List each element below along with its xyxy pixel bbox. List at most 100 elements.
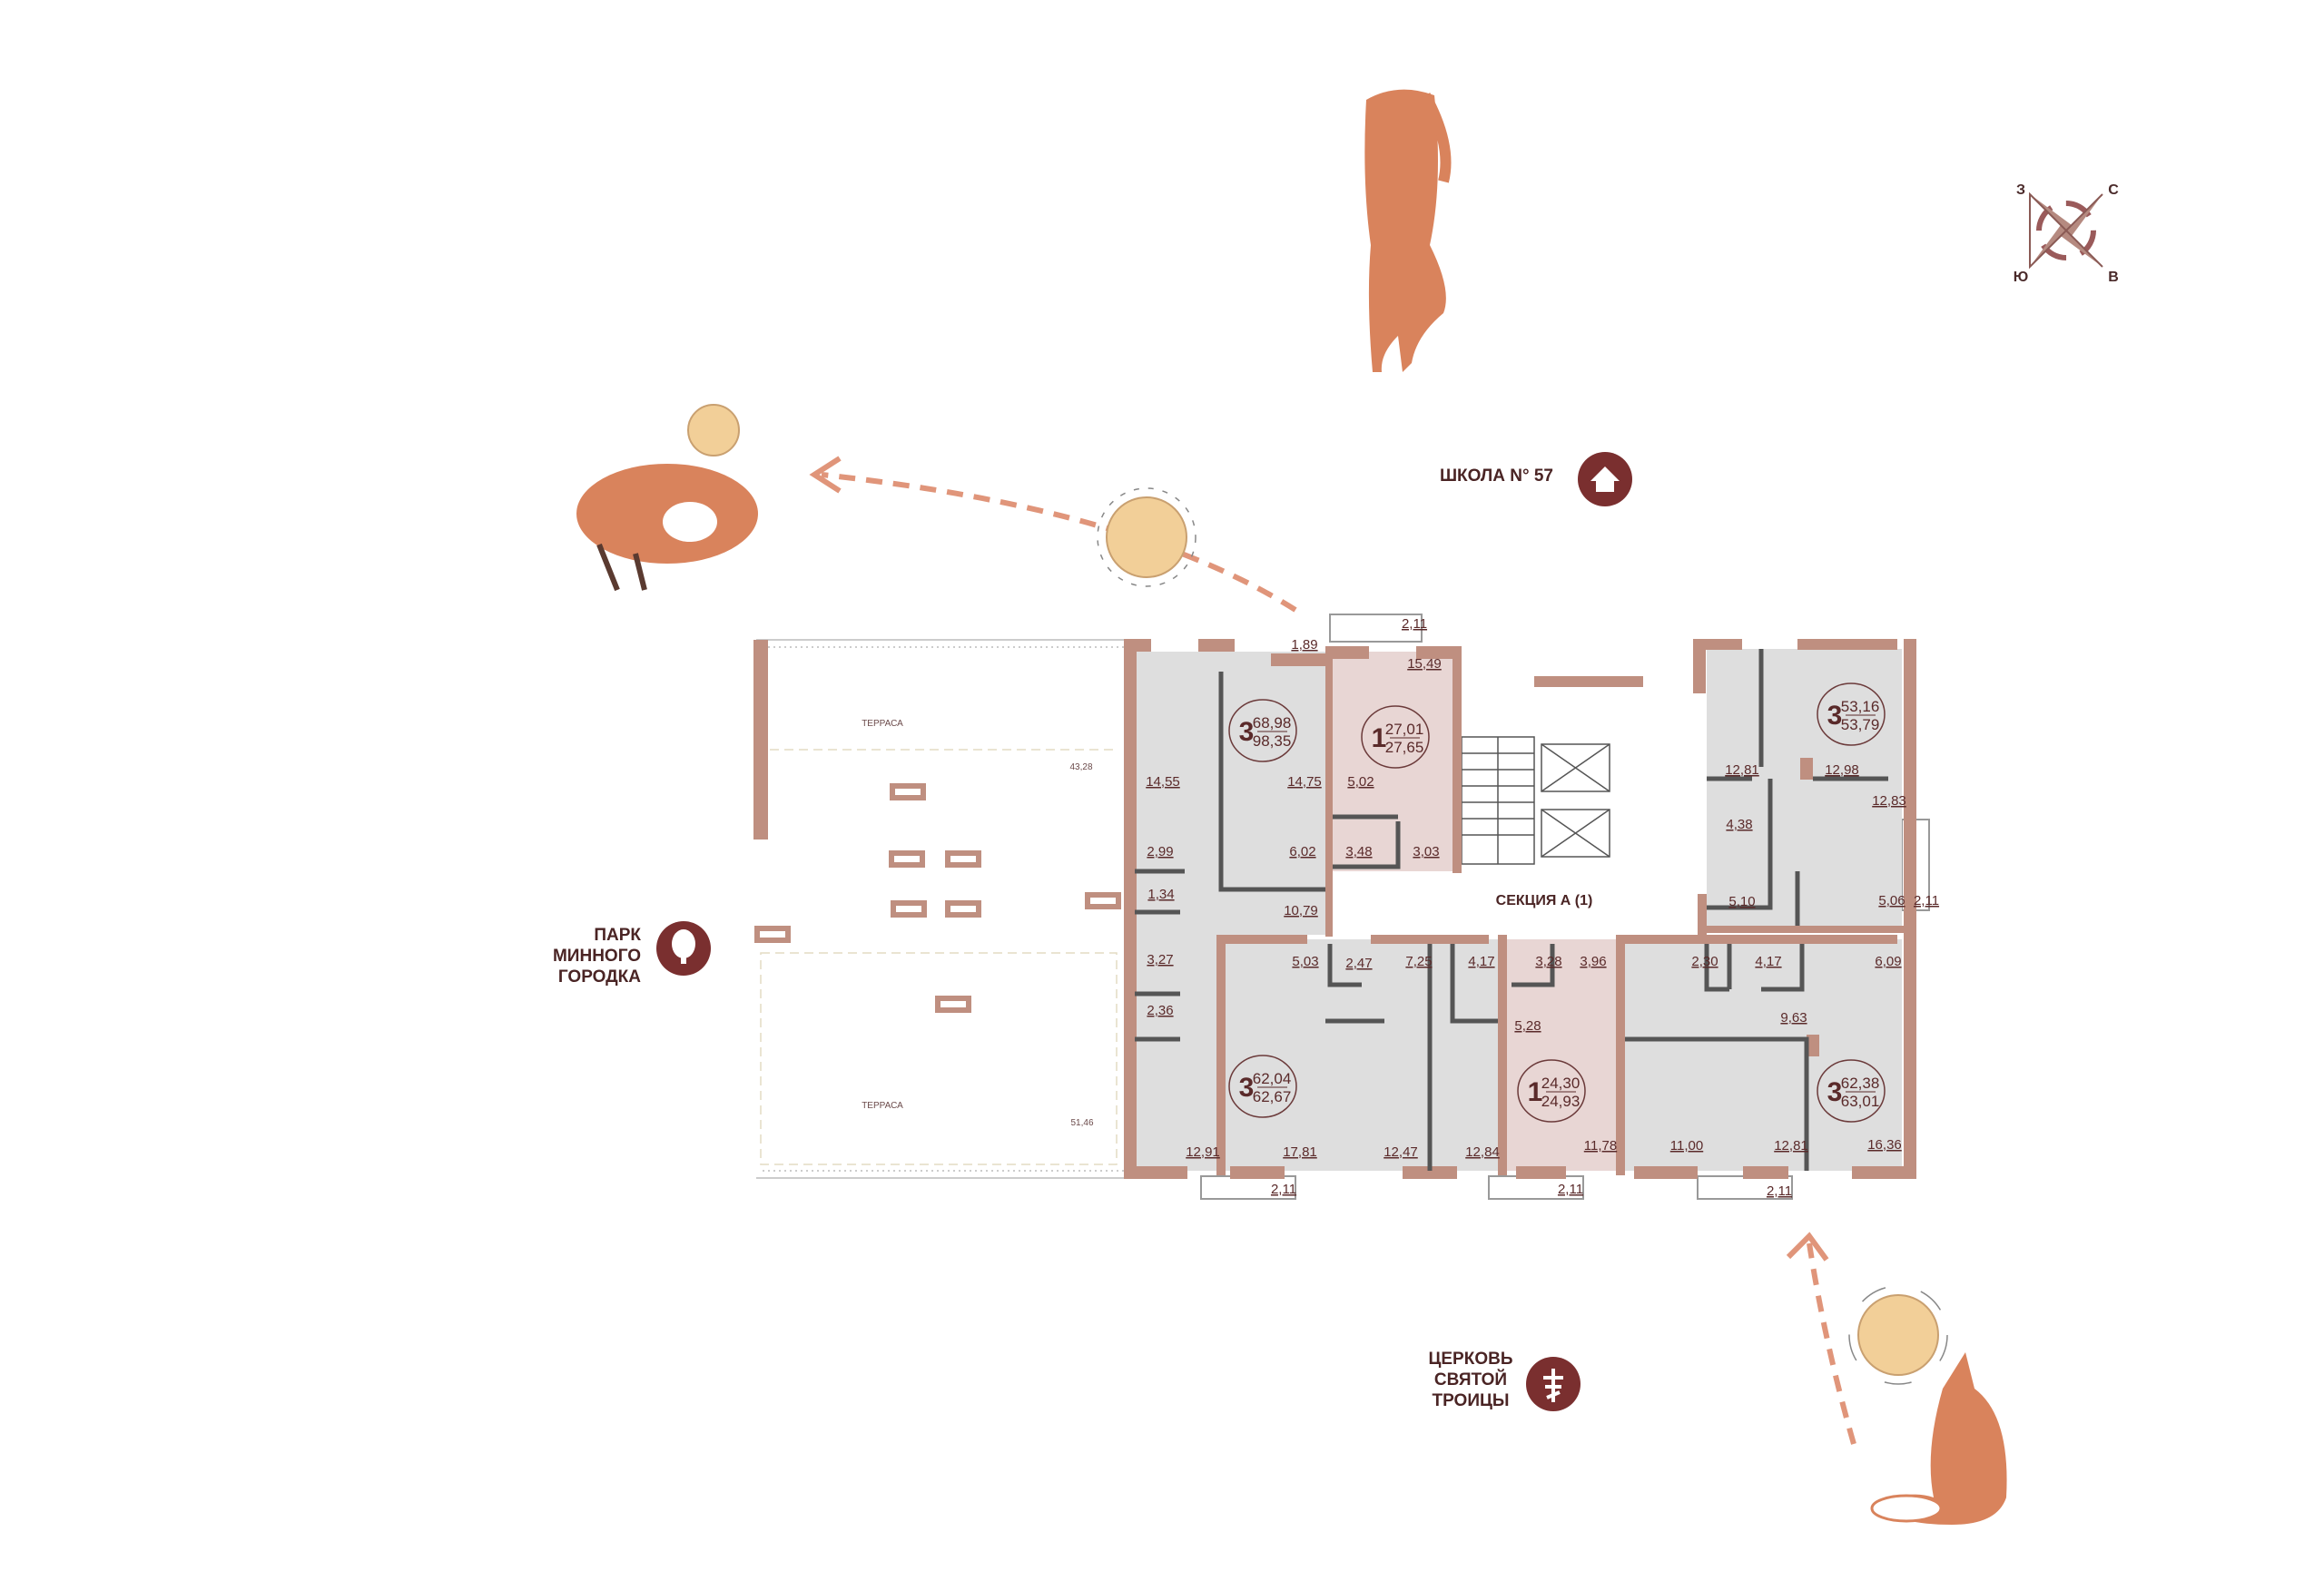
room-area-label: 12,91: [1186, 1144, 1220, 1160]
park-label-line: МИННОГО: [553, 947, 641, 966]
room-area-label: 12,81: [1774, 1138, 1808, 1154]
room-area-label: 11,78: [1584, 1138, 1617, 1154]
terrace-area-value: 51,46: [1070, 1118, 1093, 1128]
room-area-label: 5,10: [1728, 894, 1755, 909]
sun-path-arrow-south: [1807, 1242, 1856, 1445]
room-count: 3: [1239, 1073, 1255, 1103]
living-area: 24,30: [1541, 1075, 1581, 1092]
room-area-label: 14,75: [1287, 774, 1322, 790]
badge-circle: [1817, 1059, 1886, 1123]
apartment-1-top[interactable]: [1330, 652, 1452, 871]
terrace-area: ТЕРРАСА 43,28 ТЕРРАСА 51,46: [753, 639, 1124, 1179]
room-area-label: 2,11: [1767, 1183, 1792, 1199]
room-area-label: 5,02: [1347, 774, 1374, 790]
room-area-label: 3,96: [1580, 954, 1606, 969]
park-label-line: ГОРОДКА: [558, 967, 641, 987]
room-area-label: 5,28: [1514, 1018, 1541, 1034]
room-area-label: 3,03: [1413, 844, 1439, 859]
room-area-label: 2,11: [1558, 1182, 1583, 1197]
badge-circle: [1228, 1055, 1297, 1118]
stair-core: [1461, 736, 1610, 865]
landmark-school[interactable]: ШКОЛА N° 57: [1440, 452, 1632, 506]
room-area-label: 4,38: [1726, 817, 1752, 832]
total-area: 98,35: [1253, 732, 1292, 750]
church-label-line: ТРОИЦЫ: [1433, 1391, 1510, 1410]
arrowhead: [1786, 1232, 1829, 1262]
room-area-label: 4,17: [1755, 954, 1781, 969]
room-area-label: 12,81: [1725, 762, 1759, 778]
elevator-icon: [1541, 743, 1610, 792]
total-area: 62,67: [1253, 1088, 1292, 1105]
arrowhead: [809, 456, 842, 494]
total-area: 53,79: [1841, 716, 1880, 733]
room-area-label: 16,36: [1867, 1137, 1902, 1153]
living-area: 62,38: [1841, 1075, 1880, 1092]
park-label-line: ПАРК: [594, 926, 641, 945]
badge-circle: [1517, 1059, 1586, 1123]
room-area-label: 6,02: [1289, 844, 1315, 859]
compass-west: З: [2016, 182, 2025, 198]
room-area-label: 5,06: [1878, 893, 1905, 908]
badge-circle: [1817, 682, 1886, 746]
room-area-label: 2,36: [1147, 1003, 1173, 1018]
sun-icon: [1848, 1285, 1948, 1385]
fox-sleeping-illustration: [576, 464, 758, 592]
room-area-label: 10,79: [1284, 903, 1318, 918]
church-label-line: СВЯТОЙ: [1434, 1370, 1507, 1389]
fox-sitting-illustration: [1870, 1352, 2007, 1525]
badge-circle: [1361, 705, 1430, 769]
room-count: 3: [1827, 701, 1843, 731]
room-area-label: 11,00: [1670, 1138, 1703, 1154]
living-area: 53,16: [1841, 698, 1880, 715]
building-section: [1124, 614, 1930, 1200]
room-area-label: 5,03: [1292, 954, 1318, 969]
room-area-label: 3,27: [1147, 952, 1173, 967]
church-label-line: ЦЕРКОВЬ: [1429, 1350, 1513, 1369]
room-area-label: 14,55: [1146, 774, 1180, 790]
room-area-label: 4,17: [1468, 954, 1494, 969]
terrace-label: ТЕРРАСА: [862, 1101, 903, 1111]
room-area-label: 9,63: [1780, 1010, 1807, 1026]
room-area-label: 1,34: [1147, 887, 1174, 902]
apartment-1-bottom[interactable]: [1507, 939, 1616, 1171]
room-area-label: 6,09: [1875, 954, 1901, 969]
room-area-label: 3,48: [1345, 844, 1372, 859]
sun-icon: [687, 404, 740, 457]
compass-rose-icon: С В Ю З: [2014, 182, 2119, 285]
fox-hanging-illustration: [1364, 89, 1452, 373]
room-area-label: 12,84: [1465, 1144, 1500, 1160]
compass-east: В: [2108, 270, 2119, 285]
apartment-3-top-left[interactable]: [1135, 652, 1325, 1171]
room-area-label: 2,11: [1271, 1182, 1296, 1197]
room-area-label: 2,11: [1402, 616, 1427, 632]
sun-path-arrow-west: [821, 472, 1297, 613]
room-area-label: 3,28: [1535, 954, 1561, 969]
living-area: 62,04: [1253, 1070, 1292, 1087]
total-area: 27,65: [1385, 739, 1424, 756]
room-count: 1: [1528, 1077, 1543, 1107]
room-area-label: 12,47: [1384, 1144, 1418, 1160]
room-count: 1: [1372, 723, 1387, 753]
total-area: 63,01: [1841, 1093, 1880, 1110]
room-area-label: 12,98: [1825, 762, 1859, 778]
room-area-label: 15,49: [1407, 656, 1442, 672]
apartment-3-bottom-right[interactable]: [1622, 939, 1902, 1171]
terrace-label: ТЕРРАСА: [862, 719, 903, 729]
elevator-icon: [1541, 809, 1610, 858]
living-area: 68,98: [1253, 714, 1292, 731]
room-count: 3: [1239, 717, 1255, 747]
room-area-label: 17,81: [1283, 1144, 1317, 1160]
apartment-3-top-right[interactable]: [1707, 649, 1902, 926]
landmark-church[interactable]: ЦЕРКОВЬ СВЯТОЙ ТРОИЦЫ: [1429, 1350, 1581, 1411]
room-area-label: 2,30: [1691, 954, 1718, 969]
compass-north: С: [2108, 182, 2119, 198]
room-area-label: 7,25: [1405, 954, 1432, 969]
landmark-park[interactable]: ПАРК МИННОГО ГОРОДКА: [553, 921, 711, 987]
